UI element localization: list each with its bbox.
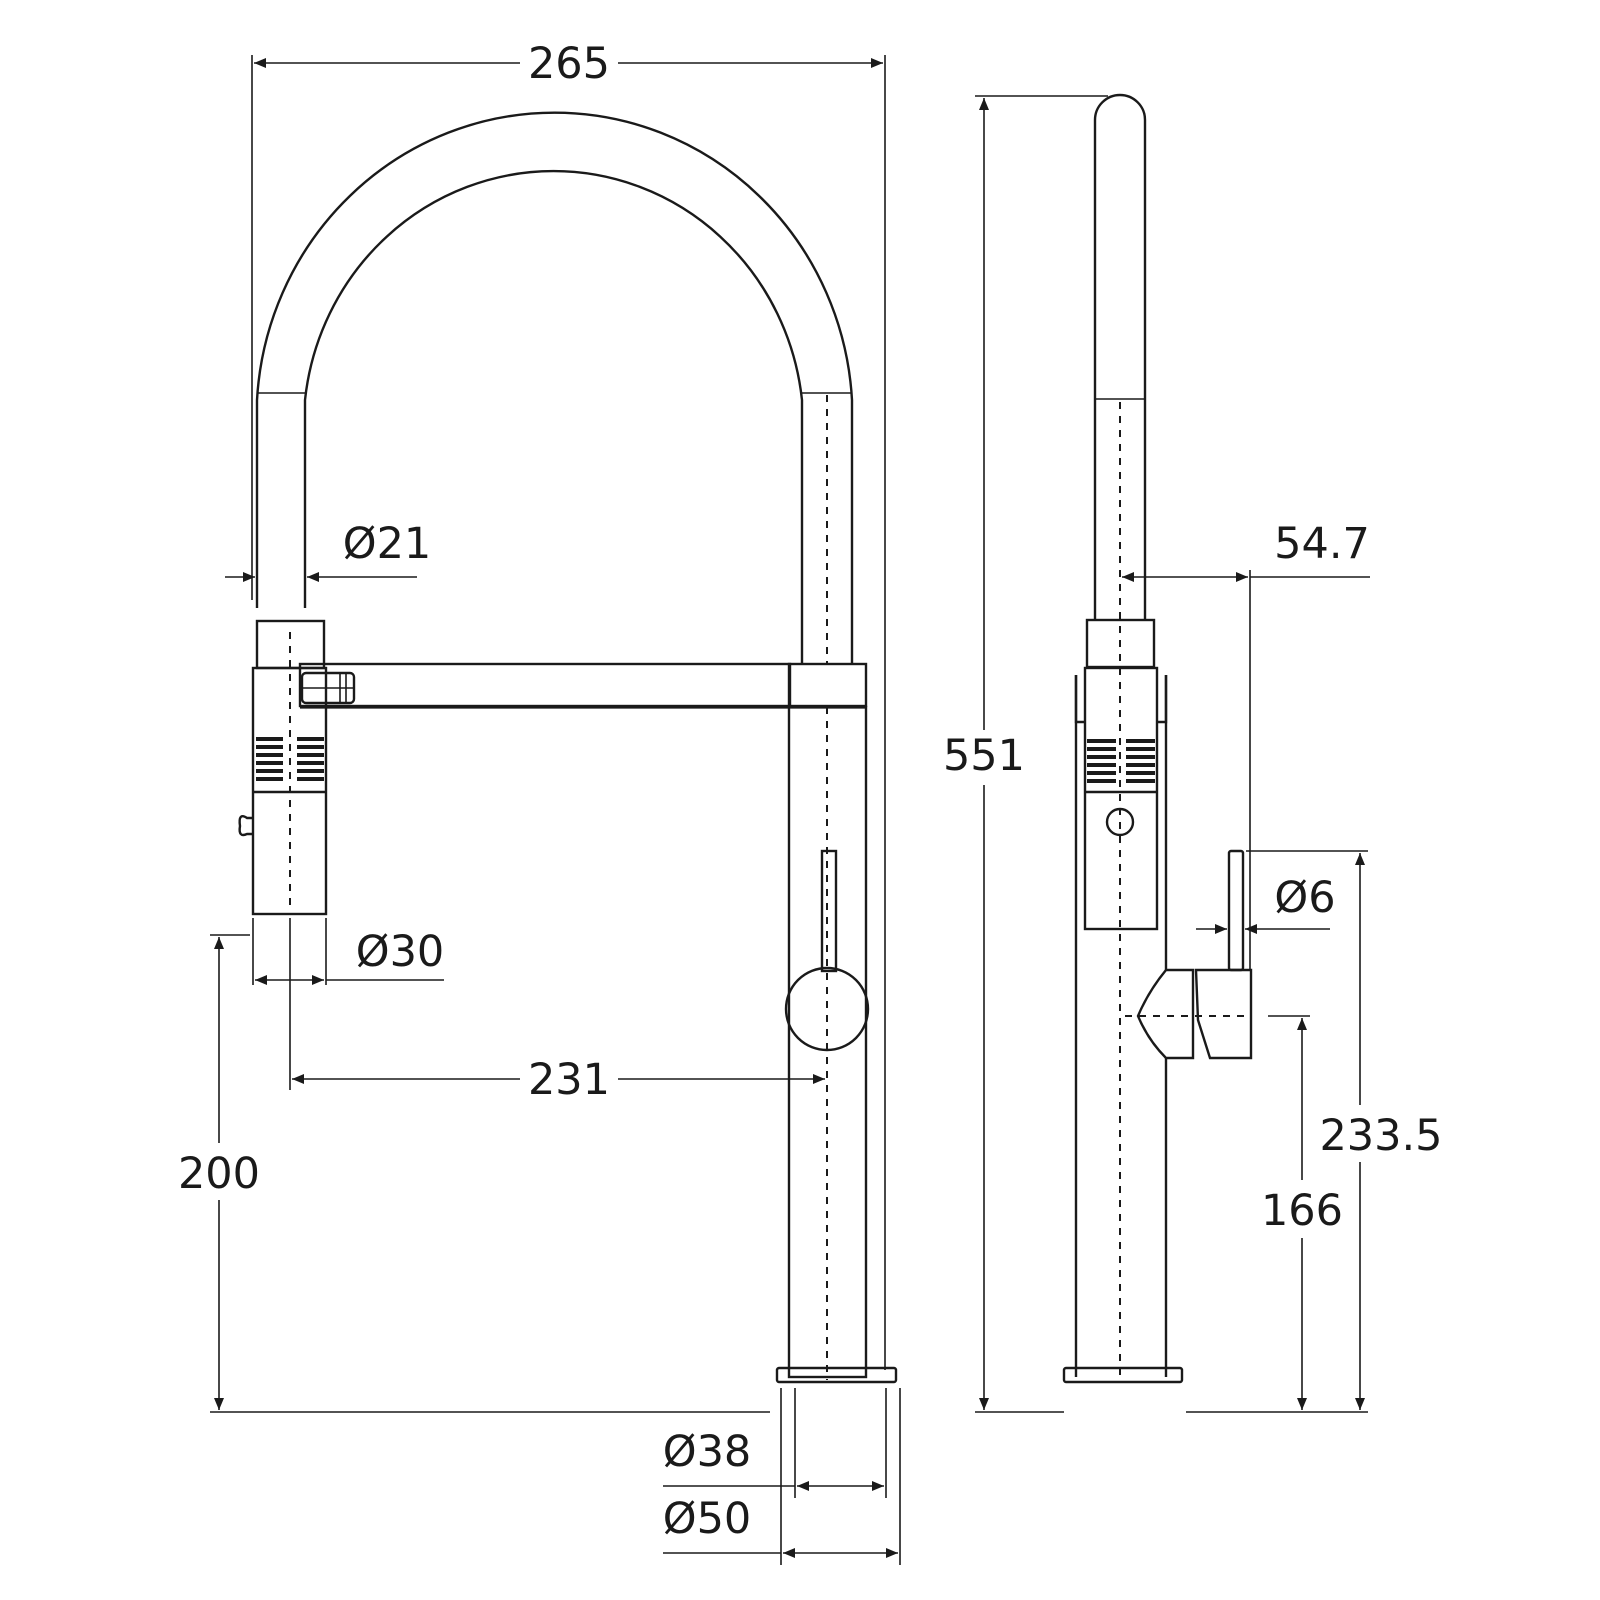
dim-overall-height: 551 — [943, 731, 1025, 781]
dim-overall-width: 265 — [528, 39, 610, 89]
side-base-plate — [1062, 1366, 1184, 1384]
dim-base-diameter: Ø50 — [663, 1494, 752, 1544]
spout-arc-outer — [255, 111, 854, 665]
swivel-arm — [298, 662, 792, 708]
dim-body-diameter: Ø38 — [663, 1427, 752, 1477]
lever-hub — [784, 966, 870, 1052]
side-dimensions: 551 54.7 Ø6 233.5 166 — [943, 95, 1443, 1413]
dim-spout-offset: 54.7 — [1274, 519, 1370, 569]
base-plate — [775, 1366, 898, 1384]
spout-arc-inner — [303, 169, 804, 665]
side-body-column — [1074, 675, 1168, 1377]
lever-stem — [820, 849, 838, 973]
handspray-grip-ridges — [256, 737, 324, 781]
side-lever-stem — [1227, 849, 1245, 972]
dim-spout-reach: 231 — [528, 1055, 610, 1105]
front-dimensions: 265 Ø21 Ø30 231 200 Ø38 Ø50 — [178, 39, 901, 1565]
dim-handspray-diameter: Ø30 — [356, 927, 445, 977]
side-grip-ridges — [1087, 739, 1155, 783]
dim-lever-top-height: 233.5 — [1319, 1111, 1442, 1161]
front-view — [238, 111, 898, 1384]
side-view — [1062, 93, 1253, 1384]
arm-joint-block — [787, 662, 868, 708]
side-spray-button — [1105, 807, 1135, 837]
dim-outlet-height: 200 — [178, 1149, 260, 1199]
side-handspray-body — [1083, 666, 1159, 931]
dim-lever-diameter: Ø6 — [1274, 873, 1335, 923]
side-lever-housing — [1194, 968, 1253, 1060]
side-spout — [1093, 93, 1147, 620]
dim-lever-axis-height: 166 — [1261, 1186, 1343, 1236]
side-lever-hub — [1136, 968, 1195, 1060]
spray-toggle-button — [238, 815, 253, 837]
dim-spout-diameter: Ø21 — [343, 519, 432, 569]
